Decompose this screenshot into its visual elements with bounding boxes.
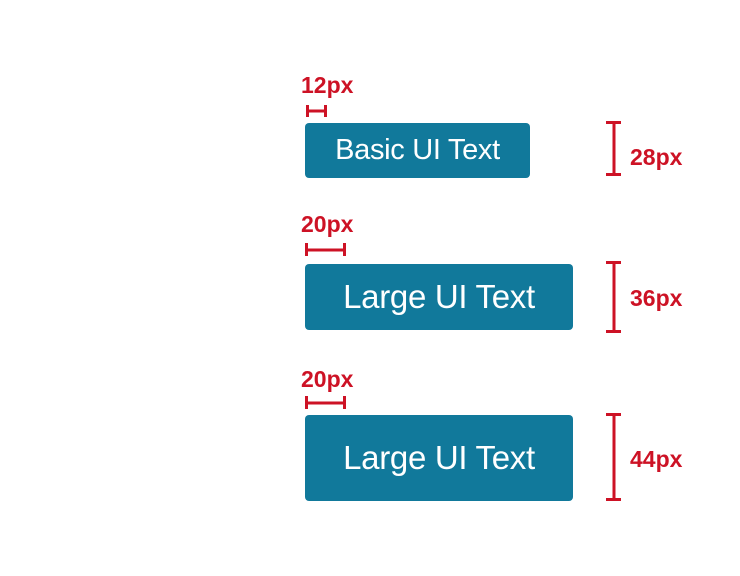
large-ui-text-button[interactable]: Large UI Text <box>305 415 573 501</box>
button-label: Basic UI Text <box>335 134 500 166</box>
height-measurement-label: 44px <box>630 446 683 472</box>
height-measurement-label: 36px <box>630 285 683 311</box>
vertical-measure-bracket <box>606 413 621 501</box>
button-label: Large UI Text <box>343 439 535 476</box>
height-measurement-label: 28px <box>630 144 683 170</box>
padding-measurement-label: 20px <box>301 211 354 237</box>
padding-measurement-label: 20px <box>301 366 354 392</box>
horizontal-measure-bracket <box>306 105 327 117</box>
basic-ui-text-button[interactable]: Basic UI Text <box>305 123 530 178</box>
horizontal-measure-bracket <box>305 243 346 256</box>
horizontal-measure-bracket <box>305 396 346 409</box>
vertical-measure-bracket <box>606 121 621 176</box>
button-label: Large UI Text <box>343 278 535 315</box>
large-ui-text-button[interactable]: Large UI Text <box>305 264 573 330</box>
vertical-measure-bracket <box>606 261 621 333</box>
padding-measurement-label: 12px <box>301 72 354 98</box>
